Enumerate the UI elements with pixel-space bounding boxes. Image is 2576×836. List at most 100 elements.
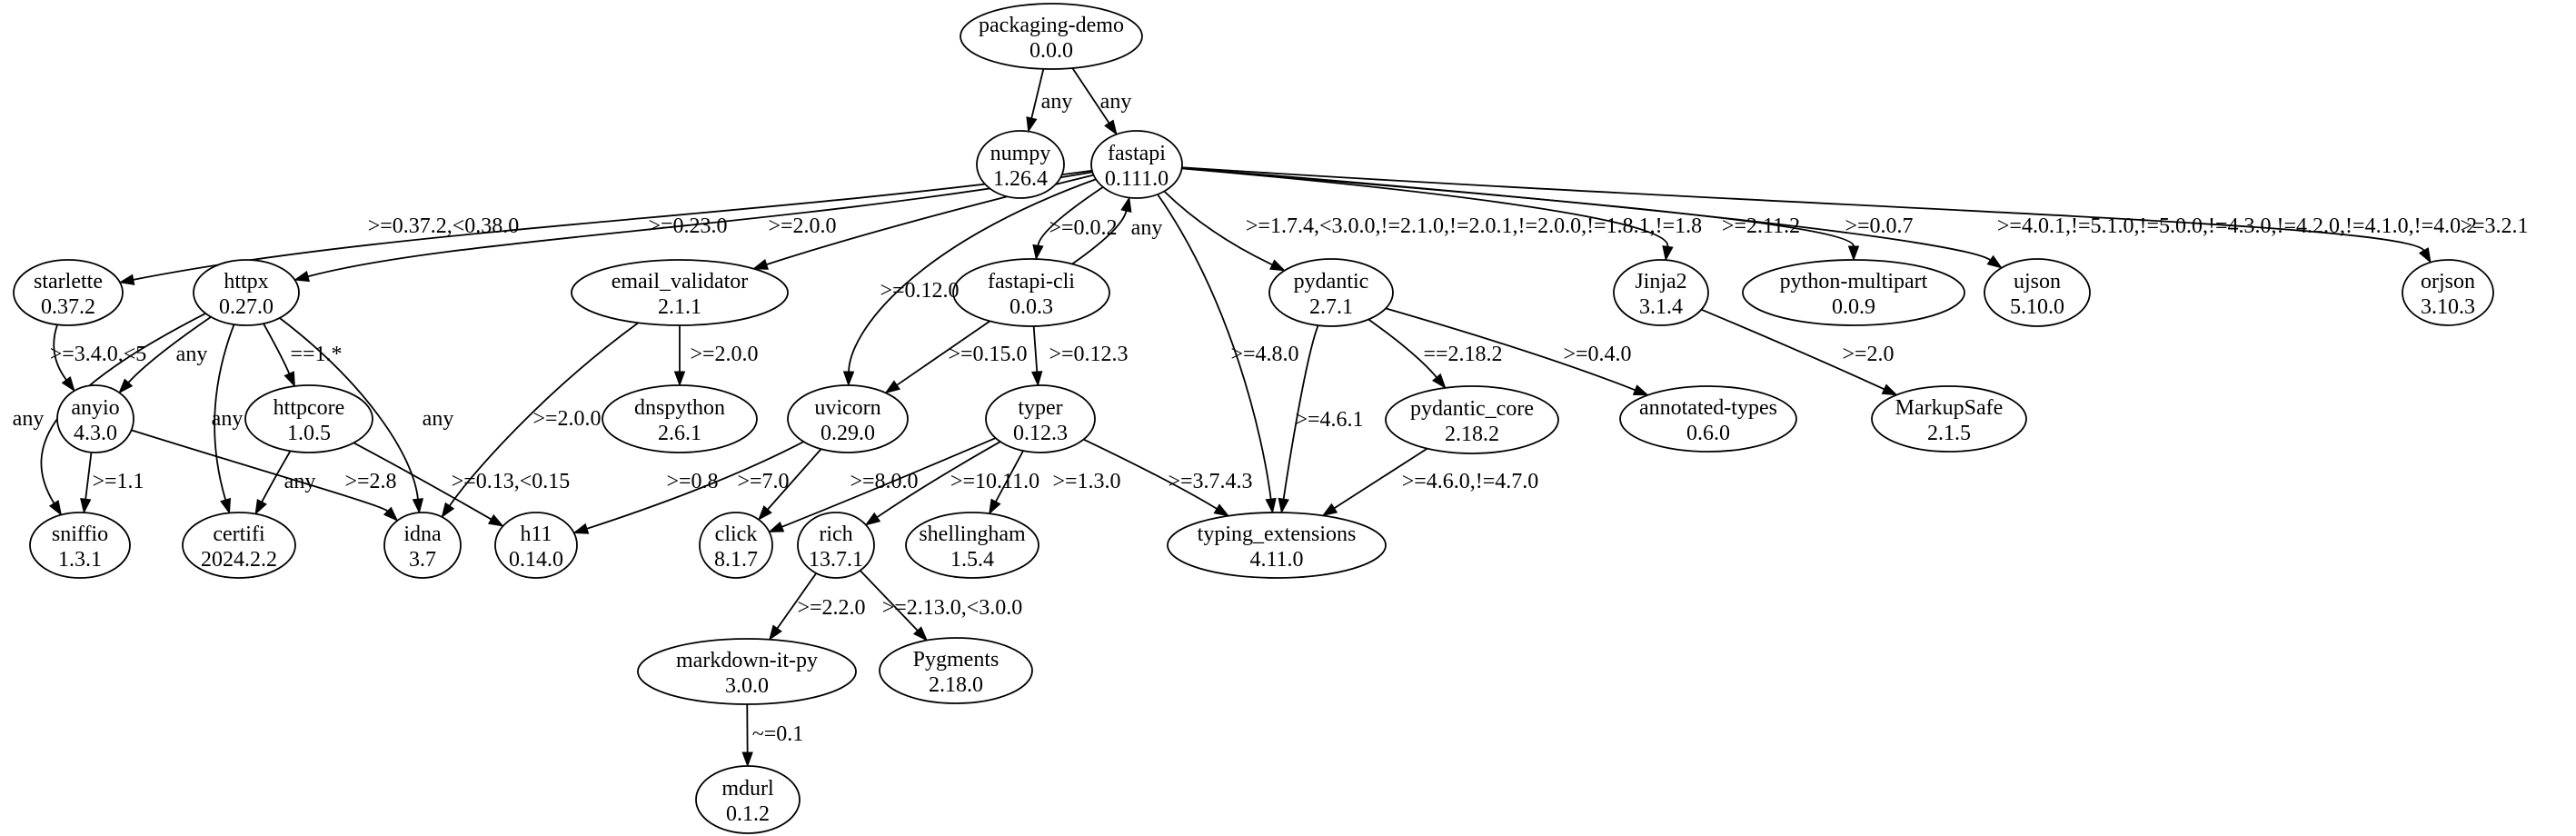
edge-pydantic-core-typing-extensions-label: >=4.6.0,!=4.7.0 xyxy=(1402,470,1539,493)
edge-jinja2-markupsafe-arrow-icon xyxy=(1881,383,1898,396)
node-pygments-ellipse xyxy=(879,637,1033,704)
edge-pydantic-typing-extensions xyxy=(1282,324,1319,500)
node-pydantic-name: pydantic xyxy=(1294,270,1369,294)
edge-fastapi-cli-typer-label: >=0.12.3 xyxy=(1049,343,1128,366)
edge-pydantic-pydantic-core-arrow-icon xyxy=(1431,373,1447,389)
edge-httpx-idna xyxy=(279,317,419,500)
edge-packaging-demo-numpy-arrow-icon xyxy=(1026,116,1038,134)
node-h11-ellipse xyxy=(494,512,578,579)
edge-starlette-anyio xyxy=(53,323,67,381)
edge-starlette-anyio-label: >=3.4.0,<5 xyxy=(50,343,147,366)
node-markdown-it-py-version: 3.0.0 xyxy=(725,674,769,698)
node-starlette-ellipse xyxy=(13,259,124,326)
node-typing-extensions-ellipse xyxy=(1167,512,1387,579)
edge-fastapi-starlette-label: >=0.37.2,<0.38.0 xyxy=(368,214,520,238)
edge-uvicorn-h11-label: >=0.8 xyxy=(666,470,718,493)
node-typer-version: 0.12.3 xyxy=(1013,422,1068,445)
node-typing-extensions-name: typing_extensions xyxy=(1198,522,1357,546)
node-click-name: click xyxy=(715,522,758,546)
edge-pydantic-typing-extensions-label: >=4.6.1 xyxy=(1295,408,1363,432)
edge-httpcore-h11-arrow-icon xyxy=(487,513,504,527)
node-uvicorn-name: uvicorn xyxy=(814,396,880,420)
edge-anyio-sniffio-arrow-icon xyxy=(80,497,92,514)
node-jinja2-version: 3.1.4 xyxy=(1639,295,1683,319)
node-markdown-it-py-name: markdown-it-py xyxy=(676,649,818,672)
node-ujson-ellipse xyxy=(1984,258,2091,327)
edge-jinja2-markupsafe-label: >=2.0 xyxy=(1842,343,1894,366)
edge-pydantic-pydantic-core-label: ==2.18.2 xyxy=(1423,343,1502,366)
node-httpcore-version: 1.0.5 xyxy=(287,422,331,445)
node-numpy-name: numpy xyxy=(990,142,1051,165)
edge-typer-typing-extensions-label: >=3.7.4.3 xyxy=(1168,470,1252,493)
edge-typer-typing-extensions xyxy=(1083,438,1218,510)
node-email-validator-ellipse xyxy=(571,259,789,326)
edge-httpcore-certifi xyxy=(261,450,292,503)
edge-packaging-demo-fastapi xyxy=(1071,67,1110,124)
node-fastapi-cli-ellipse xyxy=(952,258,1110,327)
edge-email-validator-idna-arrow-icon xyxy=(441,502,455,519)
edge-fastapi-ujson-arrow-icon xyxy=(1986,254,2003,269)
edge-fastapi-fastapi-cli-label: >=0.0.2 xyxy=(1049,216,1117,240)
edge-jinja2-markupsafe xyxy=(1701,308,1885,391)
edge-httpx-httpcore-arrow-icon xyxy=(283,371,295,388)
edge-uvicorn-h11 xyxy=(586,441,804,530)
edge-httpcore-certifi-label: any xyxy=(284,470,316,493)
node-pygments-version: 2.18.0 xyxy=(929,673,983,697)
edge-anyio-idna-label: >=2.8 xyxy=(344,470,396,493)
edge-typer-shellingham-label: >=1.3.0 xyxy=(1052,470,1120,493)
edge-uvicorn-h11-arrow-icon xyxy=(572,522,590,534)
edge-email-validator-idna xyxy=(449,322,639,507)
edge-fastapi-email-validator-label: >=2.0.0 xyxy=(768,214,836,238)
edge-rich-pygments-arrow-icon xyxy=(912,626,929,642)
edge-fastapi-httpx-arrow-icon xyxy=(293,271,311,283)
edge-fastapi-ujson-label: >=4.0.1,!=5.1.0,!=5.0.0,!=4.3.0,!=4.2.0,… xyxy=(1997,214,2477,238)
node-dnspython-name: dnspython xyxy=(634,396,725,420)
edge-email-validator-dnspython-arrow-icon xyxy=(673,371,686,387)
node-pydantic-core-ellipse xyxy=(1385,385,1559,454)
node-mdurl-ellipse xyxy=(695,765,801,834)
node-uvicorn-version: 0.29.0 xyxy=(821,422,875,445)
node-ujson-name: ujson xyxy=(2014,270,2061,294)
edge-fastapi-orjson-label: >=3.2.1 xyxy=(2460,214,2528,238)
edge-fastapi-starlette xyxy=(133,169,1092,281)
edge-rich-pygments-label: >=2.13.0,<3.0.0 xyxy=(882,596,1023,620)
edge-fastapi-cli-uvicorn xyxy=(896,320,990,386)
edge-rich-pygments xyxy=(859,570,919,632)
node-numpy-ellipse xyxy=(976,130,1065,199)
edge-rich-markdown-it-py xyxy=(776,572,818,630)
edge-fastapi-fastapi-cli xyxy=(1037,186,1104,246)
node-markupsafe-ellipse xyxy=(1871,385,2027,453)
edge-httpx-certifi-label: any xyxy=(212,407,244,431)
edge-fastapi-fastapi-cli-arrow-icon xyxy=(1032,244,1044,261)
node-email-validator-name: email_validator xyxy=(612,270,749,294)
edge-uvicorn-click xyxy=(767,448,822,511)
node-packaging-demo-ellipse xyxy=(960,3,1143,70)
node-anyio-ellipse xyxy=(56,384,134,453)
node-python-multipart-ellipse xyxy=(1742,259,1965,326)
edge-fastapi-cli-fastapi xyxy=(1071,210,1128,265)
node-pydantic-core-version: 2.18.2 xyxy=(1445,423,1499,446)
edge-packaging-demo-numpy-label: any xyxy=(1041,90,1073,114)
node-orjson-ellipse xyxy=(2402,259,2494,326)
node-dnspython-version: 2.6.1 xyxy=(658,422,701,445)
edge-packaging-demo-fastapi-label: any xyxy=(1100,90,1132,114)
node-pydantic-version: 2.7.1 xyxy=(1309,295,1353,319)
node-shellingham-ellipse xyxy=(905,512,1039,579)
node-starlette-version: 0.37.2 xyxy=(41,295,95,319)
node-click-version: 8.1.7 xyxy=(714,548,758,572)
edge-httpx-httpcore-label: ==1.* xyxy=(290,343,342,366)
edge-markdown-it-py-mdurl-arrow-icon xyxy=(741,751,753,768)
edge-pydantic-core-typing-extensions xyxy=(1333,447,1428,510)
node-packaging-demo-name: packaging-demo xyxy=(979,14,1124,37)
edge-fastapi-typing-extensions xyxy=(1157,194,1272,500)
node-httpx-version: 0.27.0 xyxy=(219,295,274,319)
